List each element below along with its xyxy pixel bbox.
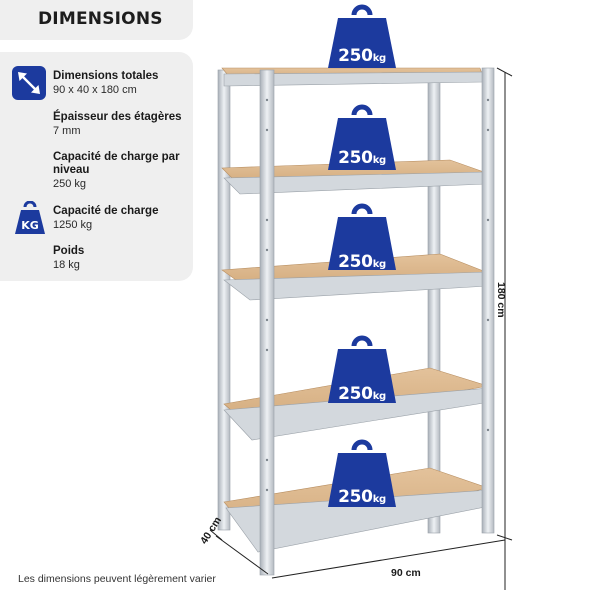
weight-badge-3: [328, 203, 396, 270]
spec-label: Dimensions totales: [53, 70, 159, 82]
shelf-load-label-4: 250kg: [338, 384, 386, 404]
post-holes: [265, 98, 490, 492]
spec-load-per-level: Capacité de charge par niveau 250 kg: [53, 151, 191, 191]
disclaimer-text: Les dimensions peuvent légèrement varier: [18, 573, 216, 585]
spec-total-load: Capacité de charge 1250 kg: [53, 205, 191, 232]
spec-value: 250 kg: [53, 178, 87, 190]
front-left-post: [259, 69, 275, 576]
spec-label: Capacité de charge: [53, 205, 159, 217]
height-dimension-label: 180 cm: [495, 282, 507, 318]
spec-value: 1250 kg: [53, 219, 93, 231]
shelf-2: [221, 159, 487, 195]
width-dimension-label: 90 cm: [391, 567, 421, 579]
spec-weight: Poids 18 kg: [53, 245, 191, 272]
weight-badge-2: [328, 104, 396, 170]
shelf-load-label-3: 250kg: [338, 252, 386, 272]
kg-weight-icon: KG: [13, 200, 47, 237]
spec-total-dimensions: Dimensions totales 90 x 40 x 180 cm: [53, 70, 191, 97]
front-right-post: [481, 67, 495, 534]
shelf-load-label-5: 250kg: [338, 487, 386, 507]
back-left-post: [217, 69, 231, 531]
weight-badges: [328, 4, 396, 507]
title-box: DIMENSIONS: [0, 0, 193, 40]
dimension-lines: [209, 67, 513, 590]
weight-badge-5: [328, 439, 396, 507]
spec-value: 18 kg: [53, 259, 80, 271]
weight-badge-1: [328, 4, 396, 68]
shelf-load-label-1: 250kg: [338, 46, 386, 66]
spec-value: 7 mm: [53, 125, 81, 137]
kg-icon-text: KG: [21, 219, 39, 232]
page-title: DIMENSIONS: [38, 9, 163, 29]
shelf-load-label-2: 250kg: [338, 148, 386, 168]
spec-shelf-thickness: Épaisseur des étagères 7 mm: [53, 111, 191, 138]
resize-arrows-icon: [12, 66, 46, 100]
spec-label: Épaisseur des étagères: [53, 111, 182, 123]
spec-value: 90 x 40 x 180 cm: [53, 84, 137, 96]
weight-badge-4: [328, 335, 396, 403]
spec-label: Poids: [53, 245, 85, 257]
back-right-post: [427, 77, 441, 534]
spec-label: Capacité de charge par niveau: [53, 151, 180, 176]
